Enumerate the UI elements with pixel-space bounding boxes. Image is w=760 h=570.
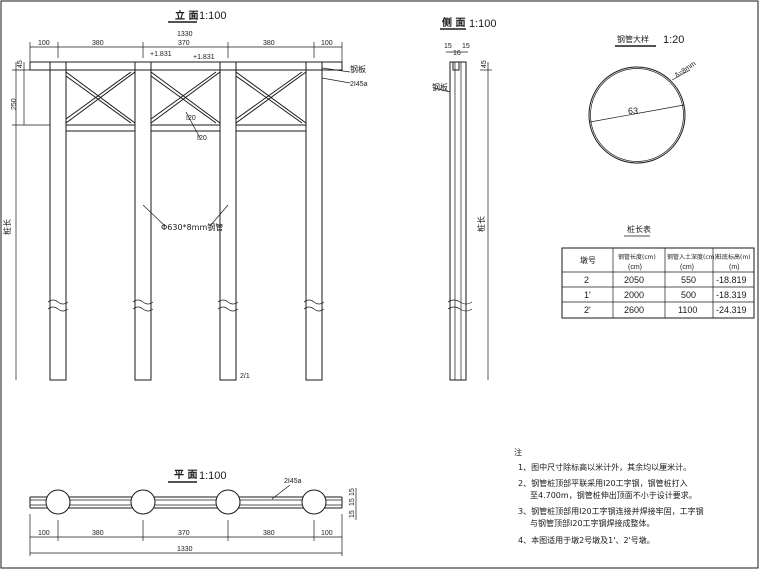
table-cell: 2: [584, 275, 589, 285]
side-left-label: 钢板: [432, 82, 448, 92]
pile-2: [134, 61, 152, 381]
plan-pile-4: [301, 489, 327, 515]
pipe-circle-inner: [590, 68, 684, 162]
side-dim-1: 15: [444, 43, 452, 50]
pile-3: [219, 61, 237, 381]
front-dim-ticks: [29, 42, 343, 62]
note-line: 3、钢管桩顶部用I20工字钢连接并焊接牢固，工字钢: [518, 506, 704, 516]
plan-pile-3: [215, 489, 241, 515]
side-view-title: 侧 面: [442, 16, 465, 29]
front-left-dim-top: 45: [17, 60, 24, 68]
table-cell: -18.819: [716, 275, 747, 285]
front-left-dim-mid: 250: [11, 98, 18, 110]
note-line: 至4.700m，钢管桩伸出顶面不小于设计要求。: [530, 490, 697, 500]
front-dim-5: 100: [321, 40, 333, 47]
table-title: 桩长表: [627, 224, 651, 234]
table-unit-4: (m): [729, 264, 740, 271]
plan-dim-1: 100: [38, 530, 50, 537]
plan-dim-right-3: 15: [349, 488, 356, 496]
front-elev-a: +1.831: [150, 51, 172, 58]
table-cell: 2000: [624, 290, 644, 300]
detail-title: 钢管大样: [617, 34, 649, 44]
detail-thickness: δ=8mm: [674, 60, 697, 79]
front-right-label-2: 2I45a: [350, 81, 368, 88]
table-frame: [561, 247, 755, 319]
front-dim-2: 380: [92, 40, 104, 47]
pile-break-marks: [47, 299, 325, 312]
plan-beam-label: 2I45a: [284, 478, 302, 485]
cap-beam: [29, 61, 343, 71]
table-cell: -18.319: [716, 290, 747, 300]
front-right-label-1: 钢板: [350, 64, 366, 74]
plan-dim-right-2: 15: [349, 498, 356, 506]
table-header-3: 钢管入土深度(cm): [667, 253, 717, 261]
plan-dim-5: 100: [321, 530, 333, 537]
plan-pile-2: [130, 489, 156, 515]
front-braces: [65, 69, 307, 132]
side-dim-2: 16: [453, 50, 461, 57]
plan-dim-4: 380: [263, 530, 275, 537]
front-elev-b: +1.831: [193, 54, 215, 61]
front-view: 立 面 1:100 100 380 370 380 100 1330 +1.83…: [2, 9, 368, 381]
note-line: 4、本图适用于墩2号墩及1'、2'号墩。: [518, 535, 655, 545]
pile-1: [49, 61, 67, 381]
side-dim-3: 15: [462, 43, 470, 50]
side-view-scale: 1:100: [469, 18, 497, 30]
table-cell: 2600: [624, 305, 644, 315]
pipe-diameter-line: [589, 104, 685, 123]
front-brace-label-1: I20: [186, 115, 196, 122]
table-cell: 1100: [678, 305, 697, 315]
table-header-2: 钢管长度(cm): [618, 253, 656, 261]
front-piles: [49, 61, 323, 381]
plan-dim-2: 380: [92, 530, 104, 537]
plan-dim-3: 370: [178, 530, 190, 537]
table-cell: 2050: [624, 275, 644, 285]
front-brace-label-2: I20: [197, 135, 207, 142]
plan-dim-right-1: 15: [349, 510, 356, 518]
front-dim-3: 370: [178, 40, 190, 47]
table-unit-2: (cm): [628, 264, 642, 271]
side-right-label: 桩长: [476, 216, 486, 232]
note-line: 1、图中尺寸除标高以米计外，其余均以厘米计。: [518, 462, 691, 472]
front-dim-1: 100: [38, 40, 50, 47]
table-header-1: 墩号: [580, 255, 596, 265]
table-cell: 500: [681, 290, 696, 300]
front-pile-label: Φ630*8mm钢管: [161, 222, 223, 232]
note-line: 与钢管顶部I20工字钢焊接成整体。: [530, 518, 655, 528]
side-pile: [449, 61, 467, 381]
plan-view-scale: 1:100: [199, 470, 227, 482]
table-header-4: 桩底标高(m): [716, 253, 751, 261]
plan-dim-total: 1330: [177, 546, 193, 553]
pipe-circle-outer: [588, 66, 686, 164]
front-view-title: 立 面: [175, 9, 198, 22]
side-cap: [452, 61, 460, 71]
table-cell: -24.319: [716, 305, 747, 315]
plan-view-title: 平 面: [174, 469, 197, 481]
side-right-dim: 45: [481, 60, 488, 68]
table-unit-3: (cm): [680, 264, 694, 271]
plan-pile-1: [45, 489, 71, 515]
notes-heading: 注: [514, 447, 522, 457]
front-left-label: 桩长: [2, 219, 12, 235]
pile-4: [305, 61, 323, 381]
front-view-scale: 1:100: [199, 10, 227, 22]
detail-scale: 1:20: [663, 34, 684, 46]
plan-view: 平 面 1:100 2I45a 100 380 370 380 100 1330…: [29, 469, 357, 556]
front-dim-4: 380: [263, 40, 275, 47]
table-cell: 1': [584, 290, 591, 300]
pile-length-table: 桩长表 墩号 钢管长度(cm) (cm) 钢管入土深度(cm) (cm) 桩底标…: [561, 224, 755, 319]
side-view: 侧 面 1:100 15 16 15 钢板 45 桩长: [432, 16, 497, 381]
note-line: 2、钢管桩顶部平联采用I20工字钢，钢管桩打入: [518, 478, 688, 488]
notes: 注 1、图中尺寸除标高以米计外，其余均以厘米计。 2、钢管桩顶部平联采用I20工…: [514, 447, 704, 545]
detail-diameter: 63: [628, 106, 638, 116]
table-cell: 2': [584, 305, 591, 315]
pipe-detail: 钢管大样 1:20 63 δ=8mm: [588, 34, 698, 164]
front-dim-total: 1330: [177, 31, 193, 38]
front-bottom-mark: 2/1: [240, 373, 250, 380]
table-cell: 550: [681, 275, 696, 285]
